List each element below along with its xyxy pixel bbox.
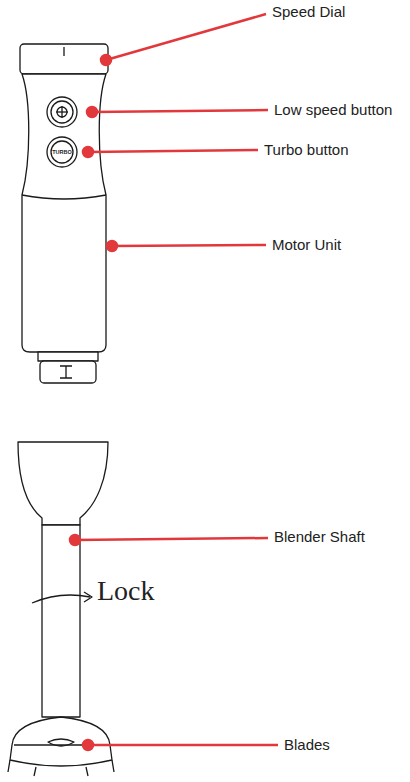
part-label: Motor Unit: [272, 237, 341, 254]
leader-line: [112, 245, 266, 246]
dial-mark: [63, 47, 64, 56]
part-label: Low speed button: [274, 102, 392, 119]
turbo-ring: [51, 141, 73, 163]
low-speed-icon: [56, 111, 68, 112]
part-label: Blender Shaft: [274, 529, 365, 546]
speed-dial: [20, 44, 108, 74]
motor-body: [22, 74, 106, 352]
leader-line: [88, 744, 278, 747]
leader-dot: [70, 535, 80, 545]
shaft-tube: [42, 525, 80, 717]
leader-line: [88, 150, 258, 152]
low-speed-ring: [51, 101, 73, 123]
coupling-symbol: [60, 366, 72, 378]
leader-line: [92, 110, 268, 112]
part-label: Speed Dial: [272, 4, 345, 21]
button-text: TURBO: [52, 149, 72, 155]
leader-dot: [87, 107, 97, 117]
leader-dot: [101, 55, 111, 65]
grip-seam: [22, 195, 106, 199]
blade-guard: [10, 717, 112, 766]
leader-line: [106, 14, 266, 60]
turbo-button: [47, 137, 77, 167]
lock-arrowhead: [84, 592, 92, 602]
part-label: Turbo button: [264, 142, 349, 159]
lock-arrow: [32, 595, 90, 603]
coupling-ring: [38, 352, 98, 361]
lock-text: Lock: [97, 576, 155, 607]
leader-dot: [107, 241, 117, 251]
low-speed-button: [47, 97, 77, 127]
low-speed-icon: [57, 107, 67, 117]
leader-dot: [83, 147, 93, 157]
shaft-top: [18, 442, 108, 525]
part-label: Blades: [284, 737, 330, 754]
leader-dot: [83, 740, 93, 750]
leader-line: [75, 538, 268, 540]
guard-feet: [8, 760, 114, 776]
coupling: [40, 361, 96, 383]
